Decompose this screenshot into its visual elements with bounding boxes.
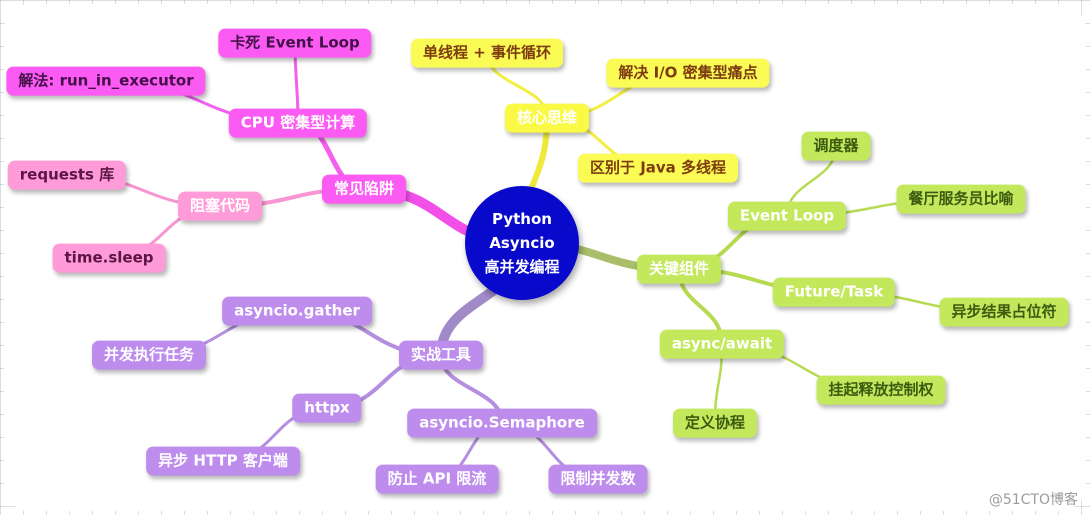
watermark: @51CTO博客 bbox=[988, 492, 1078, 508]
node-blocking-sleep[interactable]: time.sleep bbox=[52, 243, 166, 273]
node-concurrent-tasks[interactable]: 并发执行任务 bbox=[91, 340, 207, 370]
node-gather[interactable]: asyncio.gather bbox=[222, 296, 372, 326]
node-blocking-requests[interactable]: requests 库 bbox=[7, 160, 127, 190]
node-waiter-metaphor[interactable]: 餐厅服务员比喻 bbox=[896, 184, 1026, 214]
node-core[interactable]: 核心思维 bbox=[504, 103, 590, 133]
node-cpu-solution[interactable]: 解法: run_in_executor bbox=[6, 66, 206, 96]
node-define-coroutine[interactable]: 定义协程 bbox=[672, 408, 758, 438]
node-core-io-pain[interactable]: 解决 I/O 密集型痛点 bbox=[606, 58, 770, 88]
node-components[interactable]: 关键组件 bbox=[636, 254, 722, 284]
node-semaphore[interactable]: asyncio.Semaphore bbox=[407, 408, 597, 438]
node-async-await[interactable]: async/await bbox=[659, 329, 785, 359]
central-topic-line-2: 高并发编程 bbox=[484, 258, 560, 276]
central-topic-line-1: Python Asyncio bbox=[489, 210, 555, 252]
node-limit-concurrency[interactable]: 限制并发数 bbox=[548, 464, 648, 494]
node-tools[interactable]: 实战工具 bbox=[398, 340, 484, 370]
node-future-task[interactable]: Future/Task bbox=[772, 277, 896, 307]
node-async-http-client[interactable]: 异步 HTTP 客户端 bbox=[146, 446, 300, 476]
node-scheduler[interactable]: 调度器 bbox=[801, 131, 871, 161]
node-pitfalls[interactable]: 常见陷阱 bbox=[321, 174, 407, 204]
node-httpx[interactable]: httpx bbox=[292, 393, 362, 423]
node-core-single-thread[interactable]: 单线程 + 事件循环 bbox=[410, 38, 564, 68]
node-cpu-stuck-loop[interactable]: 卡死 Event Loop bbox=[218, 28, 372, 58]
central-topic-node[interactable]: Python Asyncio 高并发编程 bbox=[465, 186, 579, 300]
node-cpu-bound[interactable]: CPU 密集型计算 bbox=[228, 108, 368, 138]
node-yield-control[interactable]: 挂起释放控制权 bbox=[816, 375, 946, 405]
node-core-vs-java[interactable]: 区别于 Java 多线程 bbox=[577, 153, 739, 183]
node-result-placeholder[interactable]: 异步结果占位符 bbox=[939, 297, 1069, 327]
node-blocking-code[interactable]: 阻塞代码 bbox=[177, 191, 263, 221]
node-event-loop[interactable]: Event Loop bbox=[727, 201, 847, 231]
node-prevent-ratelimit[interactable]: 防止 API 限流 bbox=[375, 464, 499, 494]
